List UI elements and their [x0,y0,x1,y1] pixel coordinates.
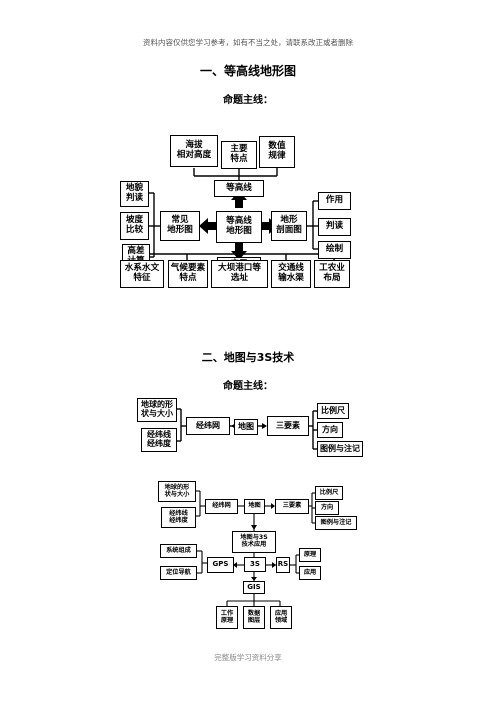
legend-annotation-node: 图例与注记 [317,441,363,457]
contour-line-node: 等高线 [214,180,264,197]
climate-elements-node: 气候要素 特点 [168,260,208,288]
section1-subtitle: 命题主线： [223,95,273,106]
section2-title: 二、地图与3S技术 [201,351,295,364]
data-layer-node: 数据 图层 [243,606,265,629]
common-terrain-map-node: 常见 地形图 [160,211,200,241]
industry-agriculture-node: 工农业 布局 [314,260,350,288]
direction-node-b: 方向 [315,501,339,515]
direction-node: 方向 [317,422,343,438]
terrain-profile-node: 地形 剖面图 [271,211,307,241]
section1-title: 一、等高线地形图 [199,64,296,78]
latitude-longitude-node-b: 经纬线 经纬度 [161,507,196,528]
scale-node: 比例尺 [317,403,349,419]
gps-node: GPS [207,557,234,573]
section2-subtitle: 命题主线： [223,381,273,392]
transport-canal-node: 交通线 输水渠 [271,260,311,288]
graticule-node: 经纬网 [186,417,230,435]
altitude-node: 海拔 相对高度 [170,135,218,167]
contour-terrain-map-center-node: 等高线 地形图 [216,211,262,243]
map-3s-application-node: 地图与3S 技术应用 [232,531,276,553]
page-footer: 完整版学习资料分享 [214,653,282,662]
function-node: 作用 [318,192,351,210]
three-elements-node: 三要素 [267,416,309,436]
principle-node: 原理 [299,548,321,562]
graticule-node-b: 经纬网 [205,499,238,514]
legend-annotation-node-b: 图例与注记 [315,516,357,530]
gis-node: GIS [243,581,265,594]
dam-port-site-node: 大坝港口等 选址 [211,260,268,288]
page-header: 资料内容仅供您学习参考，如有不当之处，请联系改正或者删除 [143,38,353,47]
3s-node: 3S [244,557,266,572]
system-composition-node: 系统组成 [160,544,197,558]
map-node: 地图 [234,419,258,435]
main-features-node: 主要 特点 [221,141,257,169]
water-system-node: 水系水文 特征 [120,260,164,288]
application-node-b: 应用 [299,566,321,580]
earth-shape-size-node: 地球的形 状与大小 [137,398,177,422]
drawing-node: 绘制 [318,241,351,259]
earth-shape-size-node-b: 地球的形 状与大小 [158,481,196,502]
value-pattern-node: 数值 规律 [259,136,295,168]
scale-node-b: 比例尺 [315,486,343,500]
positioning-navigation-node: 定位导航 [160,566,197,580]
landform-reading-node: 地貌 判读 [120,181,149,207]
interpretation-node: 判读 [318,218,351,236]
application-field-node: 应用 领域 [270,606,292,629]
latitude-longitude-node: 经纬线 经纬度 [141,428,177,452]
map-node-b: 地图 [244,499,265,514]
rs-node: RS [276,557,290,573]
three-elements-node-b: 三要素 [275,499,309,514]
slope-comparison-node: 坡度 比较 [120,212,149,240]
working-principle-node: 工作 原理 [216,606,238,629]
